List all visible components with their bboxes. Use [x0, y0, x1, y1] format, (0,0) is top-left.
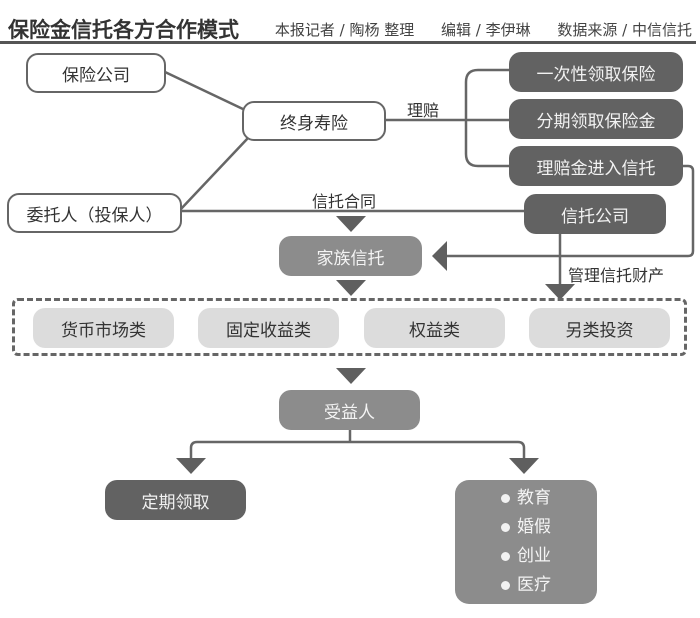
label-claim: 理赔	[407, 101, 440, 120]
editor-credit: 编辑 / 李伊琳	[441, 21, 531, 39]
arrow-to-periodic	[176, 458, 206, 474]
arrow-box-to-beneficiary	[336, 368, 366, 384]
list-item: 创业	[501, 542, 551, 571]
node-lump-sum: 一次性领取保险	[509, 52, 683, 92]
label-manage-assets: 管理信托财产	[568, 266, 665, 285]
investment-alternative: 另类投资	[529, 308, 670, 348]
source-credit: 数据来源 / 中信信托	[557, 21, 692, 39]
node-whole-life-insurance: 终身寿险	[242, 101, 386, 141]
edge-insurer-to-life	[164, 70, 246, 112]
node-family-trust: 家族信托	[279, 236, 422, 276]
node-uses: 教育 婚假 创业 医疗	[455, 480, 597, 604]
arrow-family-to-box	[336, 280, 366, 296]
arrow-to-uses	[509, 458, 539, 474]
list-item: 医疗	[501, 571, 551, 600]
investment-categories-box	[12, 298, 687, 356]
edge-beneficiary-branch	[189, 440, 526, 462]
edge-claim-bracket	[464, 68, 510, 168]
node-periodic-collection: 定期领取	[105, 480, 246, 520]
node-installments: 分期领取保险金	[509, 99, 683, 139]
header: 保险金信托各方合作模式 本报记者 / 陶杨 整理 编辑 / 李伊琳 数据来源 /…	[0, 0, 700, 44]
investment-money-market: 货币市场类	[33, 308, 174, 348]
credits: 本报记者 / 陶杨 整理 编辑 / 李伊琳 数据来源 / 中信信托	[253, 19, 692, 40]
list-item: 婚假	[501, 513, 551, 542]
label-trust-contract: 信托合同	[312, 192, 377, 211]
investment-fixed-income: 固定收益类	[198, 308, 339, 348]
edge-settlor-to-life	[179, 137, 249, 211]
reporter-credit: 本报记者 / 陶杨 整理	[274, 21, 415, 39]
node-insurance-company: 保险公司	[26, 53, 166, 93]
bullet-icon	[501, 494, 510, 503]
uses-list: 教育 婚假 创业 医疗	[501, 484, 551, 600]
arrow-left-into-family	[432, 241, 447, 271]
node-beneficiary: 受益人	[279, 390, 420, 430]
bullet-icon	[501, 581, 510, 590]
header-rule	[0, 41, 696, 44]
investment-equity: 权益类	[364, 308, 505, 348]
list-item: 教育	[501, 484, 551, 513]
node-settlor: 委托人（投保人）	[7, 193, 182, 233]
node-trust-company: 信托公司	[524, 194, 666, 234]
arrow-trustco-to-box	[545, 284, 575, 300]
bullet-icon	[501, 552, 510, 561]
page-title: 保险金信托各方合作模式	[8, 18, 239, 42]
edge-claim-to-family	[445, 164, 695, 258]
bullet-icon	[501, 523, 510, 532]
node-claim-into-trust: 理赔金进入信托	[509, 146, 683, 186]
arrow-into-family	[336, 216, 366, 232]
